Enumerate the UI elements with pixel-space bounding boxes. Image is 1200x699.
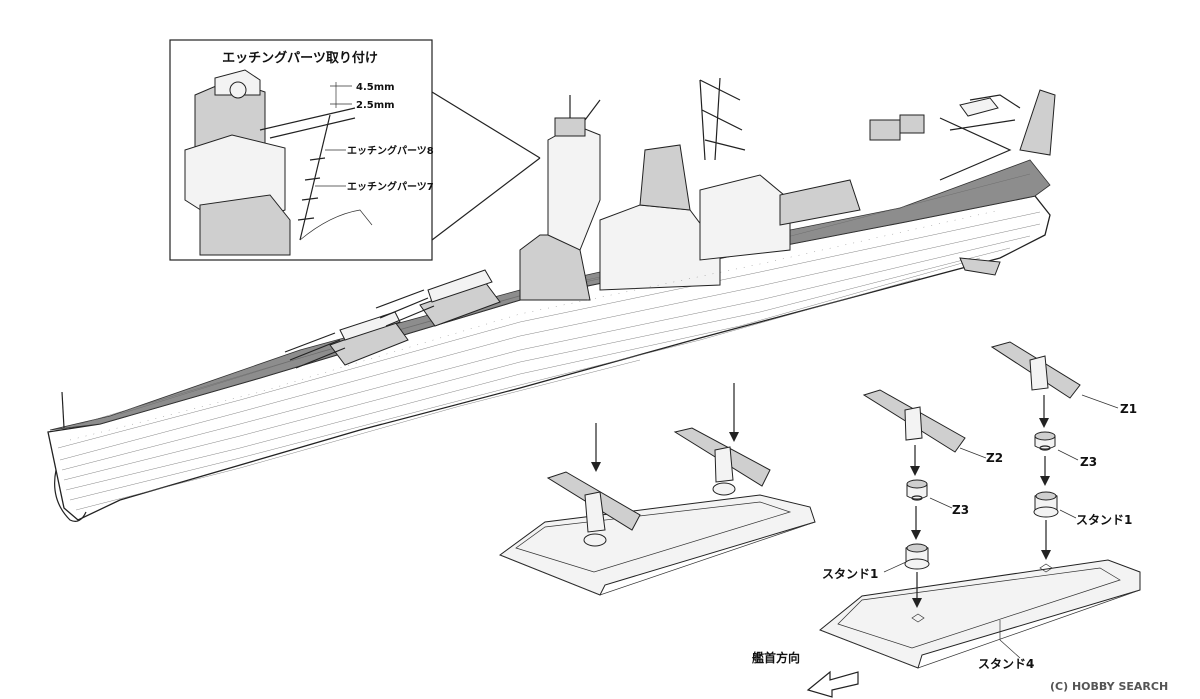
- label-z3-right: Z3: [1080, 455, 1097, 469]
- part-z1: [990, 341, 1081, 399]
- stand-exploded: Z1 Z2 Z3 Z3 スタンド1 スタンド1 スタンド4: [819, 341, 1141, 671]
- bow-direction: 艦首方向: [752, 650, 859, 698]
- stand-assembled: [498, 383, 816, 596]
- label-stand1-left: スタンド1: [822, 567, 878, 581]
- dimension-4-5mm: 4.5mm: [356, 82, 395, 93]
- part-z3-left: [906, 479, 928, 501]
- part-stand1-right: [1033, 491, 1059, 518]
- stand-4-base: [819, 559, 1141, 669]
- part-z2: [862, 389, 966, 453]
- dimension-2-5mm: 2.5mm: [356, 100, 395, 111]
- label-z1: Z1: [1120, 402, 1137, 416]
- label-etching-part-8: エッチングパーツ8: [347, 144, 434, 157]
- cradle-left: [546, 471, 641, 547]
- hull-lines: [57, 211, 1041, 511]
- superstructure: [519, 77, 1056, 301]
- part-z3-right: [1034, 431, 1056, 451]
- assembly-arrows-left: [591, 383, 739, 472]
- mast-detail-drawing: [184, 69, 373, 256]
- battleship-model: [47, 77, 1056, 522]
- callout-leader: [431, 91, 541, 159]
- dimension-marks: [330, 82, 352, 108]
- label-stand4: スタンド4: [978, 657, 1034, 671]
- bow-direction-label: 艦首方向: [752, 650, 800, 665]
- bow-direction-arrow: [806, 670, 859, 698]
- label-z2: Z2: [986, 451, 1003, 465]
- part-stand1-left: [904, 543, 930, 570]
- label-stand1-right: スタンド1: [1076, 513, 1132, 527]
- assembly-arrows-right: [910, 395, 1051, 608]
- callout-panel: エッチングパーツ取り付け 4.5mm 2.5mm エッチングパーツ8 エッチング…: [169, 39, 541, 261]
- stand-base-left: [498, 494, 816, 596]
- label-etching-part-7: エッチングパーツ7: [347, 180, 434, 193]
- callout-title: エッチングパーツ取り付け: [222, 50, 378, 66]
- watermark: (C) HOBBY SEARCH: [1050, 680, 1168, 693]
- label-z3-left: Z3: [952, 503, 969, 517]
- cradle-right: [673, 427, 771, 496]
- watermark-text: (C) HOBBY SEARCH: [1050, 680, 1168, 693]
- forward-turrets: [284, 269, 501, 369]
